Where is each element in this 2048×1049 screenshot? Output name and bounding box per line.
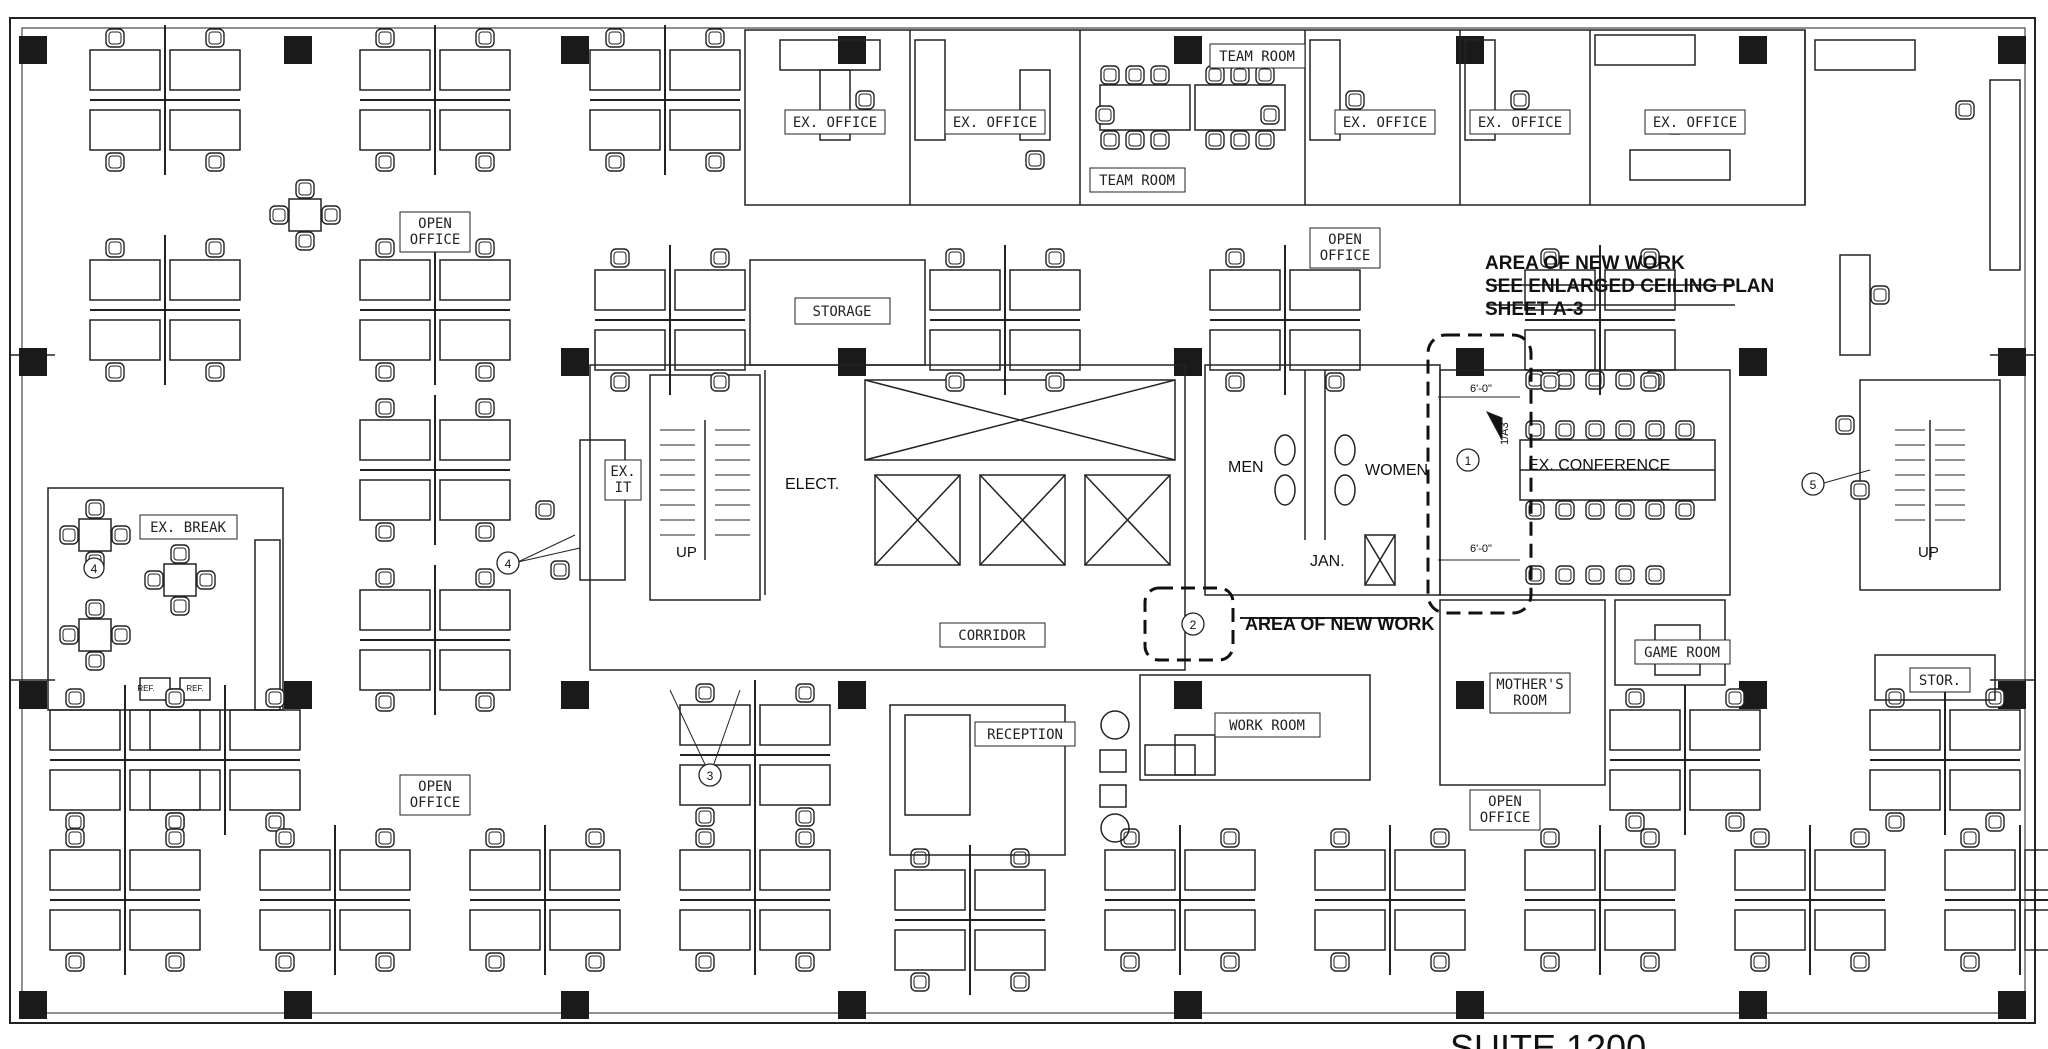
rooms [579, 259, 1996, 856]
structural-columns [19, 36, 2026, 1019]
stair-label-up-right: UP [1918, 544, 1939, 561]
room-label-ex-conference: EX. CONFERENCE [1528, 457, 1670, 474]
room-label-men: MEN [1228, 459, 1264, 476]
room-label-stor: STOR. [1919, 673, 1961, 689]
room-label-ex-office-4: EX. OFFICE [1478, 115, 1562, 131]
tag-4: 4 [505, 557, 512, 571]
room-label-open-office-2b: OFFICE [1320, 248, 1371, 264]
room-label-open-office-4a: OPEN [1488, 794, 1522, 810]
conference-room [1439, 369, 1731, 596]
room-label-ex-office-5: EX. OFFICE [1653, 115, 1737, 131]
room-label-ex-break: EX. BREAK [150, 520, 226, 536]
room-label-mothers-room-b: ROOM [1513, 693, 1547, 709]
interior-wall-line [21, 27, 2026, 1014]
room-label-game-room: GAME ROOM [1644, 645, 1720, 661]
ref-label-2: REF. [186, 684, 203, 693]
dimension-top: 6'-0" [1470, 383, 1492, 395]
room-label-work-room: WORK ROOM [1229, 718, 1305, 734]
room-label-open-office-1b: OFFICE [410, 232, 461, 248]
room-label-ex-office-1: EX. OFFICE [793, 115, 877, 131]
room-label-open-office-1a: OPEN [418, 216, 452, 232]
executive-offices [744, 29, 2021, 356]
room-label-jan: JAN. [1310, 553, 1345, 570]
room-label-corridor: CORRIDOR [958, 628, 1026, 644]
room-label-team-room-1: TEAM ROOM [1219, 49, 1295, 65]
note-see-enlarged-ceiling-plan: SEE ENLARGED CEILING PLAN [1485, 276, 1774, 297]
suite-title: SUITE 1200 [1450, 1027, 1646, 1049]
room-label-ex-it-a: EX. [610, 464, 635, 480]
callout-tags [83, 448, 1825, 787]
tag-3: 3 [707, 769, 714, 783]
workstations [50, 25, 2048, 995]
room-label-elect: ELECT. [785, 476, 839, 493]
room-label-mothers-room-a: MOTHER'S [1496, 677, 1563, 693]
note-area-new-work-2: AREA OF NEW WORK [1245, 614, 1434, 634]
stair-label-up-left: UP [676, 544, 697, 561]
room-label-reception: RECEPTION [987, 727, 1063, 743]
room-label-open-office-3a: OPEN [418, 779, 452, 795]
room-label-team-room-2: TEAM ROOM [1099, 173, 1175, 189]
tag-5: 5 [1810, 478, 1817, 492]
room-label-storage: STORAGE [812, 304, 871, 320]
room-label-open-office-2a: OPEN [1328, 232, 1362, 248]
ref-label-1: REF. [137, 684, 154, 693]
note-area-new-work-1: AREA OF NEW WORK [1485, 253, 1685, 274]
exterior-wall [9, 17, 2036, 1024]
room-label-ex-office-2: EX. OFFICE [953, 115, 1037, 131]
room-label-women: WOMEN [1365, 462, 1428, 479]
new-work-boundary [1143, 333, 1533, 662]
room-label-open-office-3b: OFFICE [410, 795, 461, 811]
tag-2: 2 [1190, 618, 1197, 632]
note-sheet-reference: SHEET A-3 [1485, 299, 1584, 320]
room-label-ex-it-b: IT [615, 480, 632, 496]
room-label-ex-office-3: EX. OFFICE [1343, 115, 1427, 131]
section-reference: 1/A3 [1499, 422, 1511, 445]
dimension-bottom: 6'-0" [1470, 543, 1492, 555]
room-label-open-office-4b: OFFICE [1480, 810, 1531, 826]
tag-1: 1 [1465, 454, 1472, 468]
tag-4-break: 4 [91, 562, 98, 576]
